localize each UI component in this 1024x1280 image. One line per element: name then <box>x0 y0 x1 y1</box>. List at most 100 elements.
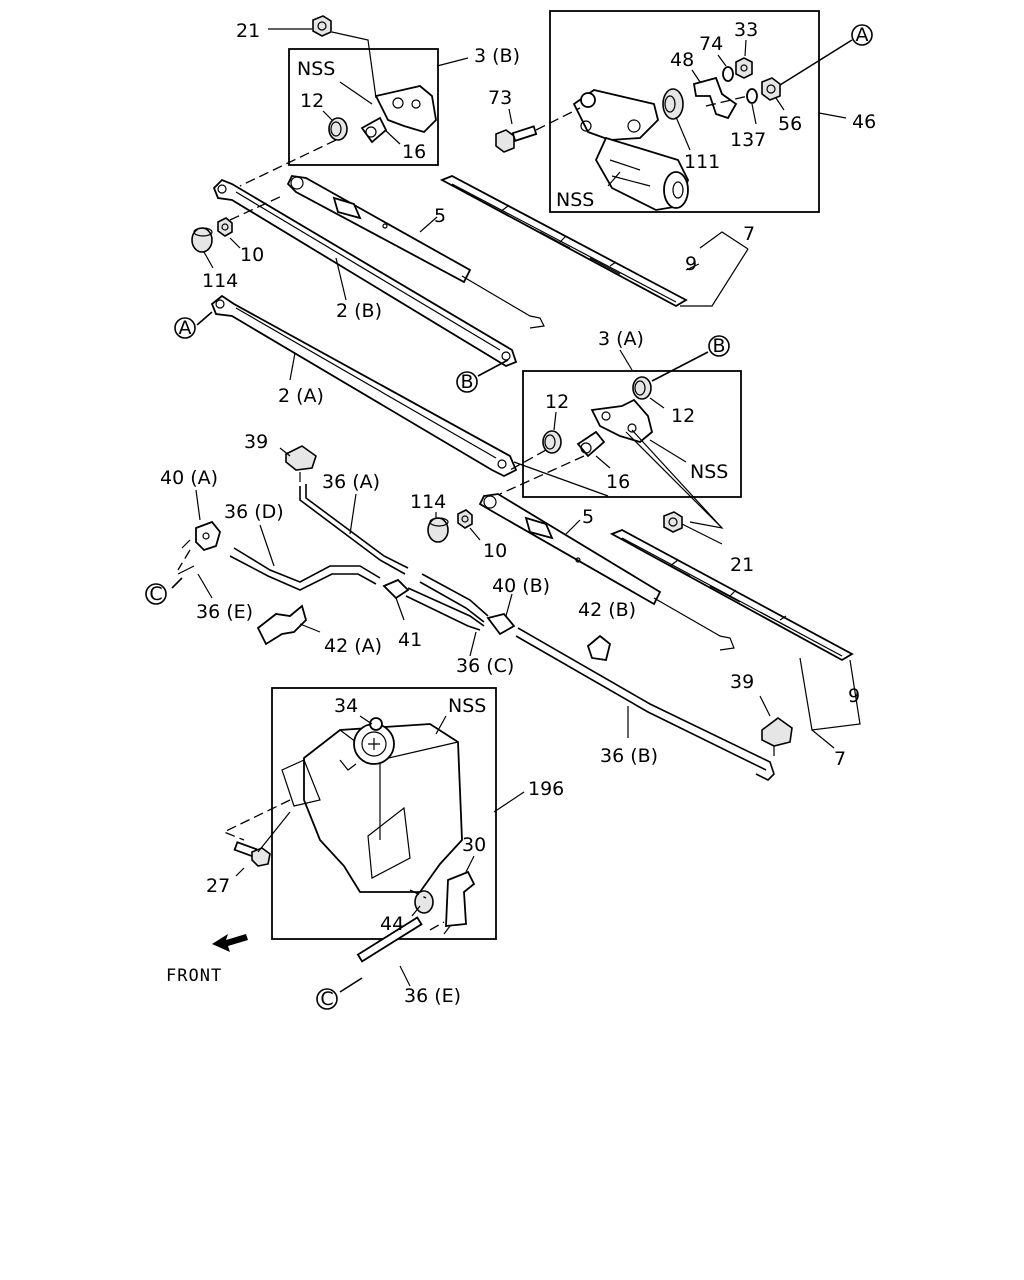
label-114-top: 114 <box>202 270 238 292</box>
bushing-12-3a-right <box>632 376 652 400</box>
ref-circle-c-bottom: C <box>316 988 338 1010</box>
label-56: 56 <box>778 113 802 135</box>
label-46: 46 <box>852 111 876 133</box>
label-41: 41 <box>398 629 422 651</box>
pump-30 <box>443 870 476 935</box>
cap-114-mid <box>427 517 449 543</box>
svg-text:A: A <box>856 24 869 46</box>
bolt-73 <box>495 125 538 153</box>
label-2a: 2 (A) <box>278 385 324 407</box>
link-rod-2b <box>212 178 518 368</box>
hose-36c <box>405 573 489 631</box>
label-42a: 42 (A) <box>324 635 382 657</box>
label-10-top: 10 <box>240 244 264 266</box>
nut-10-top <box>217 217 233 237</box>
linkage-pivot-3a <box>576 398 654 458</box>
label-3b: 3 (B) <box>474 45 520 67</box>
label-front: FRONT <box>166 966 222 986</box>
label-10-mid: 10 <box>483 540 507 562</box>
bracket-48 <box>692 76 738 120</box>
label-nss-motor: NSS <box>556 189 594 211</box>
label-5-top: 5 <box>434 205 446 227</box>
seal-111 <box>662 88 684 120</box>
label-27: 27 <box>206 875 230 897</box>
label-36c: 36 (C) <box>456 655 514 677</box>
ref-circle-a-left: A <box>174 317 196 339</box>
washer-137 <box>746 88 758 104</box>
svg-text:C: C <box>149 583 162 605</box>
link-rod-2a <box>210 294 518 478</box>
hose-36b <box>515 627 775 781</box>
svg-text:B: B <box>712 335 725 357</box>
label-34: 34 <box>334 695 358 717</box>
label-39-right: 39 <box>730 671 754 693</box>
ref-circle-c-left: C <box>145 583 167 605</box>
label-nss-3b: NSS <box>297 58 335 80</box>
wiper-blade-mid <box>609 529 854 662</box>
label-12-3a-left: 12 <box>545 391 569 413</box>
label-3a: 3 (A) <box>598 328 644 350</box>
label-9-top: 9 <box>685 253 697 275</box>
bolt-27 <box>233 841 271 867</box>
svg-text:B: B <box>460 371 473 393</box>
label-16-3b: 16 <box>402 141 426 163</box>
hose-36a <box>299 484 409 575</box>
label-74: 74 <box>699 33 723 55</box>
label-9-bottom: 9 <box>848 685 860 707</box>
svg-text:C: C <box>320 988 333 1010</box>
label-42b: 42 (B) <box>578 599 636 621</box>
nut-21-top <box>312 15 332 37</box>
washer-74 <box>722 66 734 82</box>
wiper-arm-5-top <box>286 175 545 329</box>
nut-56 <box>761 77 781 101</box>
ref-circle-a-top: A <box>851 24 873 46</box>
ref-circle-b-mid: B <box>456 371 478 393</box>
label-36e-bottom: 36 (E) <box>404 985 461 1007</box>
bushing-12-3b <box>328 117 348 141</box>
nut-21-mid <box>663 511 683 533</box>
ref-circle-b-top: B <box>708 335 730 357</box>
label-5-mid: 5 <box>582 506 594 528</box>
wiper-motor <box>572 89 689 211</box>
label-12-3b: 12 <box>300 90 324 112</box>
front-arrow-icon <box>212 934 248 952</box>
label-111: 111 <box>684 151 720 173</box>
connector-40a <box>181 520 221 552</box>
svg-text:A: A <box>179 317 192 339</box>
box-linkage-3b <box>288 48 439 166</box>
label-36a: 36 (A) <box>322 471 380 493</box>
label-21-mid: 21 <box>730 554 754 576</box>
box-wiper-motor <box>549 10 820 213</box>
nozzle-39-left <box>285 445 317 482</box>
hose-36e-bottom <box>356 916 423 963</box>
label-7-top: 7 <box>743 223 755 245</box>
label-48: 48 <box>670 49 694 71</box>
label-40b: 40 (B) <box>492 575 550 597</box>
cap-114-top <box>191 227 213 253</box>
label-nss-3a: NSS <box>690 461 728 483</box>
label-114-mid: 114 <box>410 491 446 513</box>
clip-42a <box>256 604 308 646</box>
label-30: 30 <box>462 834 486 856</box>
label-36d: 36 (D) <box>224 501 284 523</box>
linkage-pivot-3b <box>360 85 437 144</box>
label-40a: 40 (A) <box>160 467 218 489</box>
label-nss-tank: NSS <box>448 695 486 717</box>
bushing-12-3a-left <box>542 430 562 454</box>
label-16-3a: 16 <box>606 471 630 493</box>
label-33: 33 <box>734 19 758 41</box>
label-137: 137 <box>730 129 766 151</box>
label-7-bottom: 7 <box>834 748 846 770</box>
connector-40b <box>486 612 516 636</box>
label-196: 196 <box>528 778 564 800</box>
label-39-left: 39 <box>244 431 268 453</box>
wiper-arm-5-mid <box>478 493 735 651</box>
label-36b: 36 (B) <box>600 745 658 767</box>
hose-36d <box>229 547 381 591</box>
box-linkage-3a <box>522 370 742 498</box>
label-36e-top: 36 (E) <box>196 601 253 623</box>
clip-42b <box>586 634 612 662</box>
wiper-blade-top <box>439 175 688 308</box>
label-73: 73 <box>488 87 512 109</box>
